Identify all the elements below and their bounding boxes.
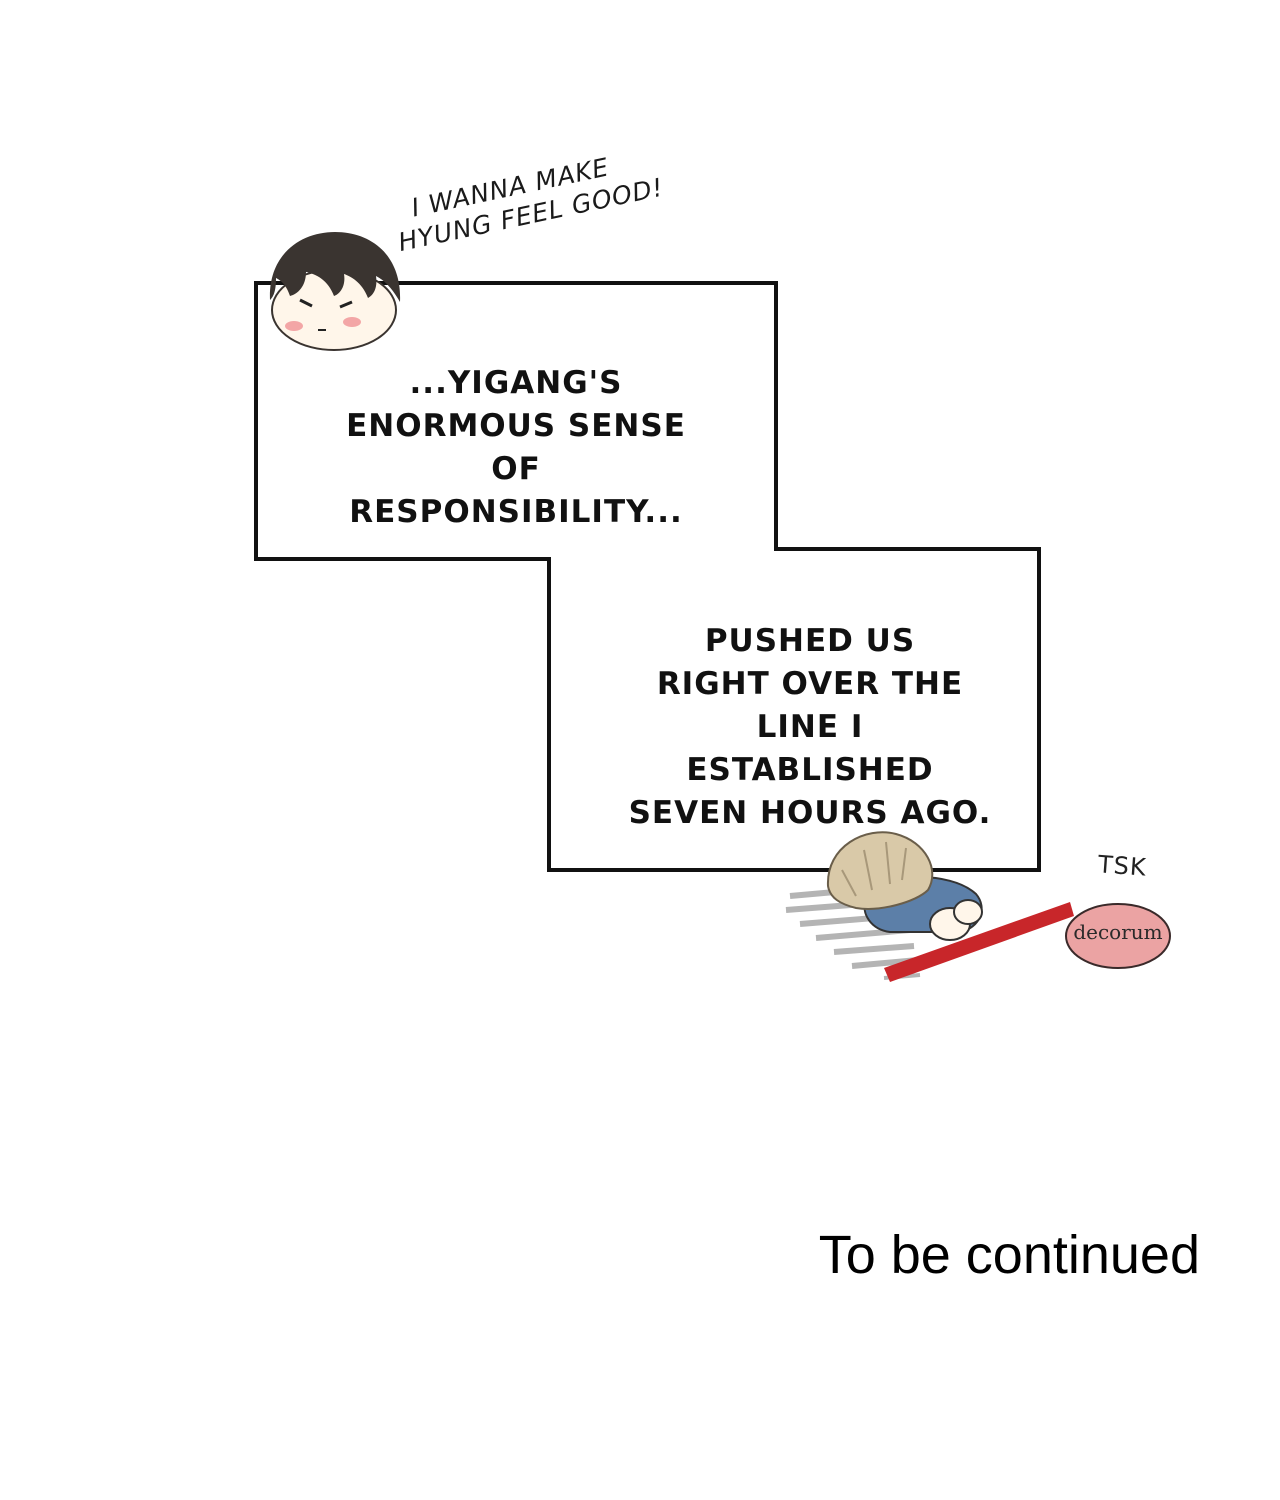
caption-line: ENORMOUS SENSE OF [346, 408, 686, 487]
caption-line: SEVEN HOURS AGO. [628, 795, 992, 831]
chibi-dark-hair-head-icon [269, 232, 401, 351]
red-line [884, 902, 1074, 982]
caption-line: RESPONSIBILITY... [349, 494, 683, 530]
tsk-sfx: TSK [1097, 850, 1148, 882]
caption-bottom: PUSHED US RIGHT OVER THE LINE I ESTABLIS… [628, 620, 992, 835]
caption-line: ...YIGANG'S [409, 365, 623, 401]
caption-panel-border [254, 281, 1041, 872]
caption-line: LINE I ESTABLISHED [686, 709, 934, 788]
decorum-label: decorum [1073, 920, 1163, 944]
caption-line: RIGHT OVER THE [656, 666, 964, 702]
to-be-continued: To be continued [818, 1225, 1200, 1285]
decorum-blob [1065, 903, 1171, 969]
chibi-lying-figure-icon [826, 831, 983, 941]
caption-top: ...YIGANG'S ENORMOUS SENSE OF RESPONSIBI… [318, 362, 714, 534]
caption-line: PUSHED US [704, 623, 916, 659]
